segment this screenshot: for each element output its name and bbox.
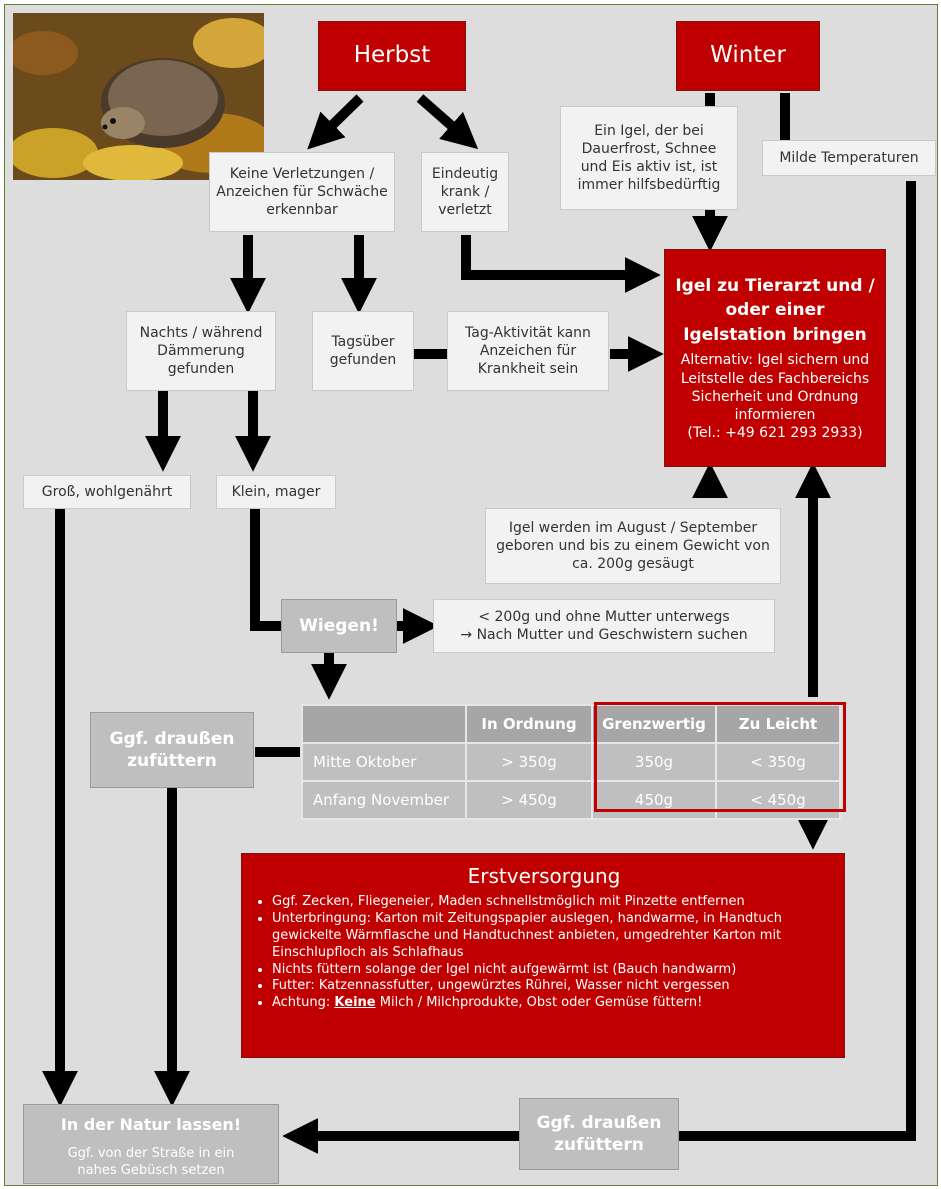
table-header-ok: In Ordnung [465,704,593,744]
weight-table: In Ordnung Grenzwertig Zu Leicht Mitte O… [301,704,841,820]
weight-table-header-row: In Ordnung Grenzwertig Zu Leicht [301,704,841,744]
winter-active-box: Ein Igel, der bei Dauerfrost, Schnee und… [560,106,738,210]
small-thin-box: Klein, mager [216,475,336,509]
no-injuries-box: Keine Verletzungen / Anzeichen für Schwä… [209,152,395,232]
day-activity-box: Tag-Aktivität kann Anzeichen für Krankhe… [447,311,609,391]
list-item: Achtung: Keine Milch / Milchprodukte, Ob… [272,995,832,1012]
table-row-label: Mitte Oktober [301,742,467,782]
table-cell: > 350g [465,742,593,782]
mother-search-line1: < 200g und ohne Mutter unterwegs [478,608,730,625]
vet-station-box: Igel zu Tierarzt und / oder einer Igelst… [664,249,886,467]
first-aid-list: Ggf. Zecken, Fliegeneier, Maden schnells… [256,894,832,1012]
table-cell: > 450g [465,780,593,820]
clearly-sick-box: Eindeutig krank / verletzt [421,152,509,232]
flowchart-frame: Herbst Winter Keine Verletzungen / Anzei… [4,4,938,1186]
list-item: Ggf. Zecken, Fliegeneier, Maden schnells… [272,894,832,911]
feed-outside-bottom-box: Ggf. draußen zufüttern [519,1098,679,1170]
table-row: Anfang November > 450g 450g < 450g [301,780,841,820]
critical-weight-highlight [594,702,846,812]
mother-search-box: < 200g und ohne Mutter unterwegs → Nach … [433,599,775,653]
list-item: Futter: Katzennassfutter, ungewürztes Rü… [272,978,832,995]
birth-info-box: Igel werden im August / September gebore… [485,508,781,584]
hedgehog-photo [13,13,264,180]
warning-rest: Milch / Milchprodukte, Obst oder Gemüse … [375,995,703,1011]
warning-prefix: Achtung: [272,995,335,1011]
vet-station-phone: (Tel.: +49 621 293 2933) [687,425,863,442]
table-row-label: Anfang November [301,780,467,820]
table-header-too-light: Zu Leicht [715,704,841,744]
winter-box: Winter [676,21,820,91]
table-row: Mitte Oktober > 350g 350g < 350g [301,742,841,782]
found-daytime-box: Tagsüber gefunden [312,311,414,391]
table-cell: 350g [591,742,717,782]
mild-temperatures-box: Milde Temperaturen [762,140,936,176]
table-header-corner [301,704,467,744]
vet-station-text: Alternativ: Igel sichern und Leitstelle … [680,352,870,424]
table-cell: 450g [591,780,717,820]
weigh-box: Wiegen! [281,599,397,653]
leave-in-nature-sub: Ggf. von der Straße in ein nahes Gebüsch… [67,1145,235,1178]
leave-in-nature-box: In der Natur lassen! Ggf. von der Straße… [23,1104,279,1184]
table-cell: < 350g [715,742,841,782]
first-aid-title: Erstversorgung [467,864,621,888]
warning-keyword: Keine [334,995,376,1011]
large-well-fed-box: Groß, wohlgenährt [23,475,191,509]
list-item: Unterbringung: Karton mit Zeitungspapier… [272,911,832,962]
herbst-box: Herbst [318,21,466,91]
first-aid-box: Erstversorgung Ggf. Zecken, Fliegeneier,… [241,853,845,1058]
list-item: Nichts füttern solange der Igel nicht au… [272,962,832,979]
table-cell: < 450g [715,780,841,820]
found-at-night-box: Nachts / während Dämmerung gefunden [126,311,276,391]
feed-outside-left-box: Ggf. draußen zufüttern [90,712,254,788]
mother-search-line2: → Nach Mutter und Geschwistern suchen [460,627,748,643]
table-header-borderline: Grenzwertig [591,704,717,744]
leave-in-nature-title: In der Natur lassen! [60,1115,242,1134]
vet-station-title: Igel zu Tierarzt und / oder einer Igelst… [675,275,875,345]
